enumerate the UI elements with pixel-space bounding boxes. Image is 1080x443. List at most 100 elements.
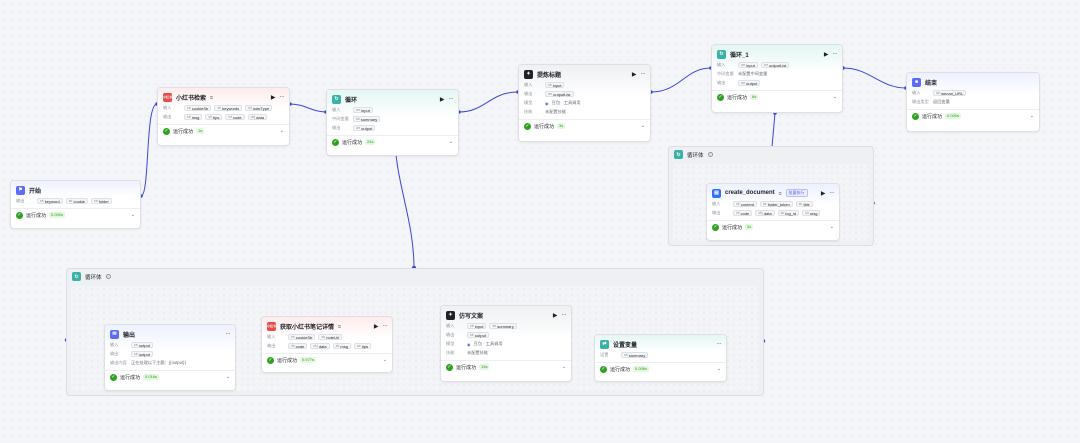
status-text: 运行成功 <box>722 224 743 231</box>
llm-icon: ✦ <box>524 69 533 79</box>
check-circle-icon: ✓ <box>110 373 117 381</box>
chevron-down-icon[interactable]: ⌄ <box>716 366 721 372</box>
run-status[interactable]: ✓ 运行成功 1s ⌄ <box>158 125 289 137</box>
check-circle-icon: ✓ <box>163 127 170 135</box>
run-status[interactable]: ✓ 运行成功 15s ⌄ <box>441 361 571 373</box>
play-icon[interactable]: ▶ <box>439 96 445 103</box>
duration-badge: 15s <box>479 364 490 370</box>
run-status[interactable]: ✓ 运行成功 0.577s ⌄ <box>262 354 392 366</box>
io-label: 输入 <box>717 62 726 67</box>
skill-value: 未配置技能 <box>467 350 488 355</box>
more-icon[interactable]: ··· <box>561 312 567 318</box>
run-status[interactable]: ✓ 运行成功 0.000s ⌄ <box>907 110 1039 122</box>
plugin-icon: ⧉ <box>210 94 213 100</box>
play-icon[interactable]: ▶ <box>373 323 379 330</box>
io-value: 返回变量 <box>933 99 950 104</box>
chevron-down-icon[interactable]: ⌄ <box>130 212 135 218</box>
chevron-down-icon[interactable]: ⌄ <box>279 128 284 134</box>
node-title: 循环 <box>345 97 358 104</box>
play-icon[interactable]: ▶ <box>631 71 637 78</box>
node-title: 设置变量 <box>613 342 638 349</box>
chevron-down-icon[interactable]: ⌄ <box>448 139 453 145</box>
io-label: 中间变量 <box>717 71 734 76</box>
run-status[interactable]: ✓ 运行成功 0.016s ⌄ <box>105 371 235 383</box>
more-icon[interactable]: ··· <box>225 331 231 337</box>
chevron-down-icon[interactable]: ⌄ <box>829 224 834 230</box>
run-status[interactable]: ✓ 运行成功 3s ⌄ <box>707 221 839 233</box>
chevron-down-icon[interactable]: ⌄ <box>1029 113 1034 119</box>
more-icon[interactable]: ··· <box>279 94 285 100</box>
check-circle-icon: ✓ <box>600 365 607 373</box>
chevron-down-icon[interactable]: ⌄ <box>640 123 645 129</box>
io-label: 输出 <box>332 125 341 130</box>
chevron-down-icon[interactable]: ⌄ <box>832 94 837 100</box>
more-icon[interactable]: ··· <box>716 341 722 347</box>
chevron-down-icon[interactable]: ⌄ <box>561 364 566 370</box>
play-icon[interactable]: ▶ <box>820 190 826 197</box>
io-value: 正在处理以下主题：{{output}} <box>131 360 186 365</box>
play-icon[interactable]: ▶ <box>552 312 558 319</box>
chevron-down-icon[interactable]: ⌄ <box>225 374 230 380</box>
run-status[interactable]: ✓ 运行成功 0.000s ⌄ <box>11 209 140 221</box>
start-icon: ⚑ <box>16 185 25 195</box>
wire-loop-to-extract <box>458 91 519 113</box>
io-label: 模型 <box>524 100 533 105</box>
document-icon: ▤ <box>712 188 721 198</box>
model-icon: ◉ <box>545 100 549 106</box>
llm-icon: ✦ <box>446 310 455 320</box>
more-icon[interactable]: ··· <box>382 323 388 329</box>
info-icon[interactable]: i <box>707 152 713 157</box>
io-label: 输出类型 <box>912 99 929 104</box>
wire-loop1-to-body <box>771 112 776 148</box>
play-icon[interactable]: ▶ <box>270 94 276 101</box>
more-icon[interactable]: ··· <box>448 96 454 102</box>
io-label: 中间变量 <box>332 116 349 121</box>
run-status[interactable]: ✓ 运行成功 0.006s ⌄ <box>595 363 726 375</box>
check-circle-icon: ✓ <box>912 112 919 120</box>
info-icon[interactable]: i <box>105 274 111 279</box>
more-icon[interactable]: ··· <box>832 51 838 57</box>
run-status[interactable]: ✓ 运行成功 24s ⌄ <box>327 136 458 148</box>
more-icon[interactable]: ··· <box>829 190 835 196</box>
play-icon[interactable]: ▶ <box>823 51 829 58</box>
run-status[interactable]: ✓ 运行成功 3s ⌄ <box>519 120 650 132</box>
plugin-icon: ⧉ <box>778 190 782 196</box>
chevron-down-icon[interactable]: ⌄ <box>382 357 387 363</box>
check-circle-icon: ✓ <box>16 211 23 219</box>
end-icon: ■ <box>912 77 921 87</box>
plugin-icon: ⧉ <box>338 323 341 329</box>
duration-badge: 0.006s <box>633 366 650 372</box>
loop-icon: ↻ <box>332 94 341 104</box>
run-status[interactable]: ✓ 运行成功 6s ⌄ <box>712 91 842 103</box>
more-icon[interactable]: ··· <box>640 71 646 77</box>
